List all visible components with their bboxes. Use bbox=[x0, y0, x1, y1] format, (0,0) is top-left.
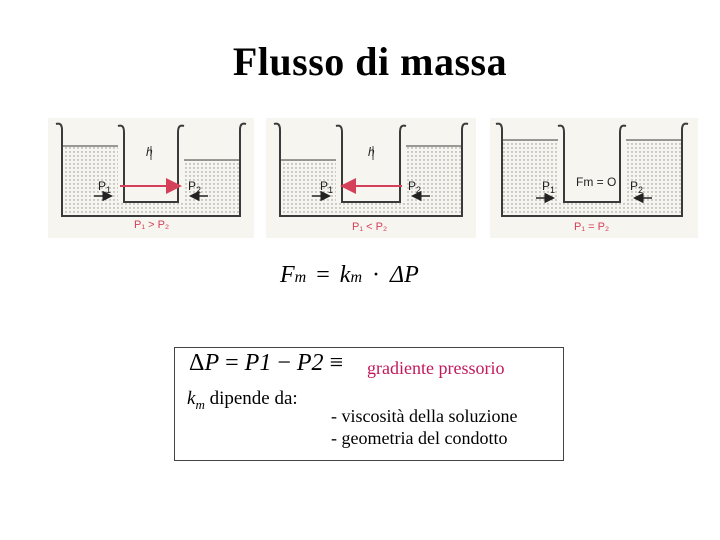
flow-zero-label: Fm = O bbox=[576, 175, 616, 189]
water-left bbox=[502, 140, 558, 216]
diagram-panel-2: h P1 P2 P₁ < P₂ bbox=[266, 118, 476, 238]
svg-text:P2: P2 bbox=[408, 179, 421, 195]
diagram-panel-1: h P1 P2 P₁ > P₂ bbox=[48, 118, 254, 238]
svg-text:P2: P2 bbox=[188, 179, 201, 195]
pressure-relation: P₁ < P₂ bbox=[352, 221, 387, 233]
tank-outline bbox=[495, 122, 689, 217]
svg-text:P2: P2 bbox=[630, 179, 643, 195]
water-right bbox=[184, 160, 240, 216]
water-left bbox=[280, 160, 336, 216]
diagram-panel-3: Fm = O P1 P2 P₁ = P₂ bbox=[490, 118, 698, 238]
tank-outline bbox=[55, 122, 247, 217]
page-title: Flusso di massa bbox=[232, 39, 508, 84]
delta-p-definition: ΔP = P1 − P2 ≡ bbox=[189, 350, 344, 376]
p1-label: P bbox=[320, 179, 328, 193]
km-depends-label: km dipende da: bbox=[187, 388, 298, 412]
factor-viscosity: - viscosità della soluzione bbox=[331, 406, 518, 426]
tank-outline bbox=[273, 122, 469, 217]
formula-delta-p: ΔP bbox=[390, 262, 419, 288]
svg-text:P1: P1 bbox=[98, 179, 111, 195]
gradient-label: gradiente pressorio bbox=[367, 358, 505, 378]
height-label: h bbox=[368, 145, 375, 159]
definition-box: ΔP = P1 − P2 ≡ gradiente pressorio km di… bbox=[174, 347, 564, 461]
formula-fm: Fm bbox=[280, 262, 307, 288]
water-right bbox=[406, 146, 462, 216]
water-right bbox=[626, 140, 682, 216]
water-channel bbox=[336, 202, 406, 216]
p2-label: P bbox=[408, 179, 416, 193]
water-channel bbox=[118, 202, 184, 216]
water-left bbox=[62, 146, 118, 216]
pressure-relation: P₁ > P₂ bbox=[134, 219, 169, 231]
svg-text:P1: P1 bbox=[320, 179, 333, 195]
height-label: h bbox=[146, 145, 153, 159]
p1-label: P bbox=[98, 179, 106, 193]
factor-geometry: - geometria del condotto bbox=[331, 428, 508, 448]
p1-label: P bbox=[542, 179, 550, 193]
formula-km: km bbox=[339, 262, 362, 288]
p2-label: P bbox=[630, 179, 638, 193]
flow-formula: Fm = km · ΔP bbox=[280, 262, 419, 289]
water-channel bbox=[558, 202, 626, 216]
formula-dot: · bbox=[372, 262, 380, 288]
p2-label: P bbox=[188, 179, 196, 193]
pressure-relation: P₁ = P₂ bbox=[574, 221, 609, 233]
svg-text:P1: P1 bbox=[542, 179, 555, 195]
formula-equals: = bbox=[316, 262, 330, 288]
